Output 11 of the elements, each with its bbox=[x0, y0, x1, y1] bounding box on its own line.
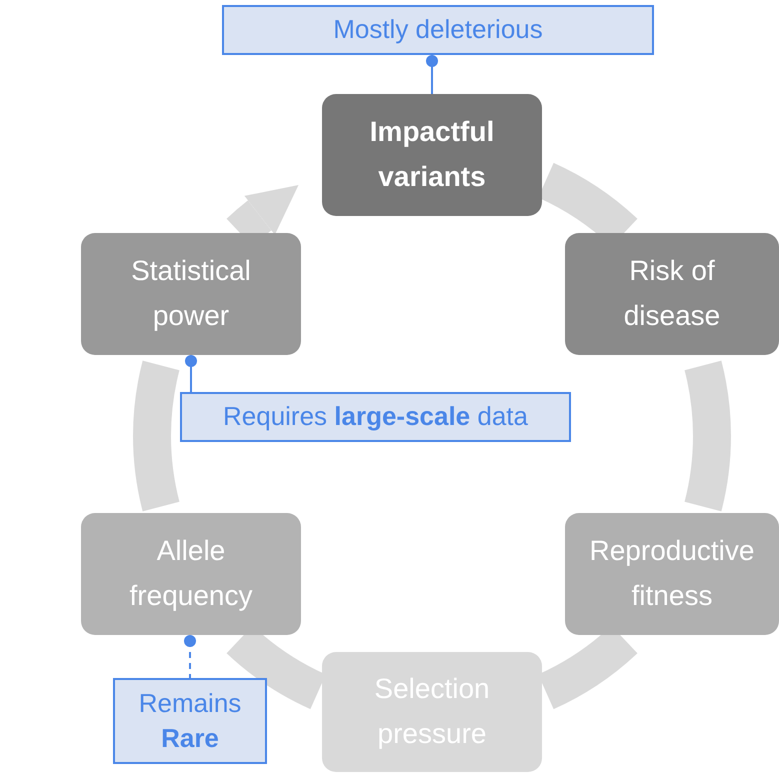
leader-line bbox=[184, 635, 196, 678]
process-box: Risk of disease bbox=[565, 233, 779, 355]
process-box: Impactful variants bbox=[322, 94, 542, 216]
process-box: Reproductive fitness bbox=[565, 513, 779, 635]
process-box: Allele frequency bbox=[81, 513, 301, 635]
callout-box: Requires large-scale data bbox=[180, 392, 571, 442]
leader-line bbox=[426, 55, 438, 94]
callout-box: Mostly deleterious bbox=[222, 5, 654, 55]
callout-box: Remains Rare bbox=[113, 678, 267, 764]
leader-line bbox=[185, 355, 197, 392]
process-box: Statistical power bbox=[81, 233, 301, 355]
